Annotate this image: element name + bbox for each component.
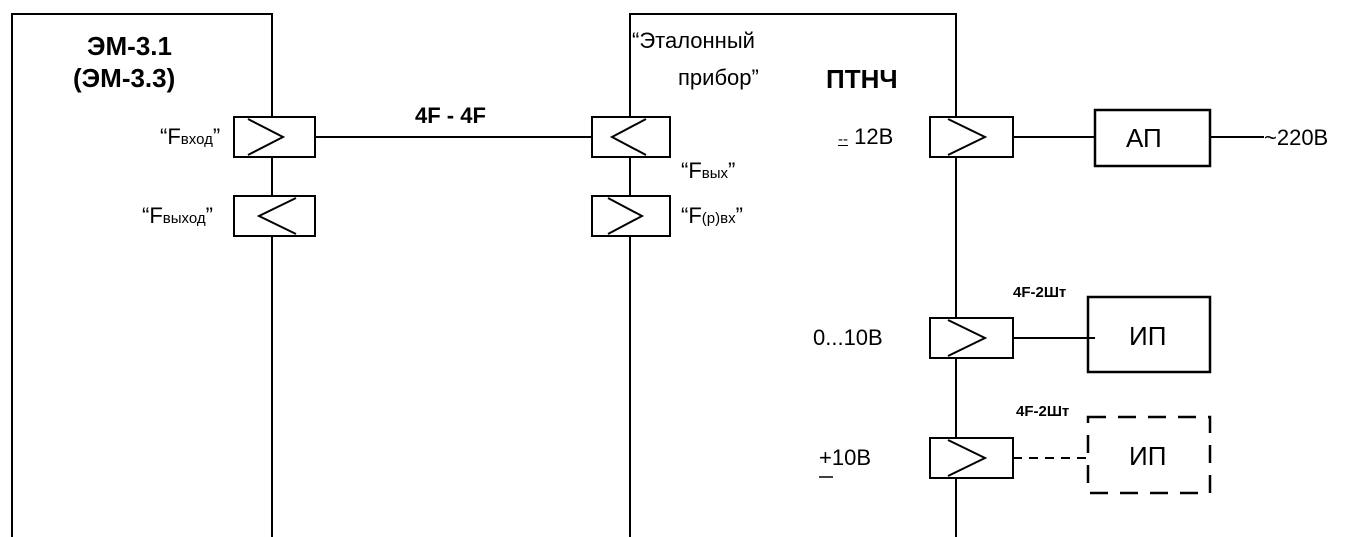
em-block-outline xyxy=(11,13,273,537)
dc12-connector-arrow xyxy=(947,118,988,156)
ip-label: ИП xyxy=(1129,321,1167,351)
range-0-10-connector-arrow xyxy=(947,319,988,357)
range-0-10-connector xyxy=(929,317,1014,359)
range-0-10-label: 0...10В xyxy=(813,325,883,350)
ap-label: АП xyxy=(1126,123,1162,153)
pm10-connector xyxy=(929,437,1014,479)
em-input-connector-arrow xyxy=(247,118,286,156)
mains-voltage-label: ~220В xyxy=(1264,125,1329,150)
pm10-label: +10В xyxy=(819,445,872,470)
em-input-connector xyxy=(233,116,316,158)
ip-box xyxy=(1086,295,1212,374)
em-output-connector xyxy=(233,195,316,237)
ptnch-title: ПТНЧ xyxy=(826,64,898,94)
pm-symbol: + xyxy=(819,445,832,470)
ip-optional-cable-label: 4F-2Шт xyxy=(1016,403,1070,420)
ip-optional-box xyxy=(1086,415,1212,495)
ip-cable-label: 4F-2Шт xyxy=(1013,284,1067,301)
ip-optional-label: ИП xyxy=(1129,441,1167,471)
ptnch-ref-input-connector xyxy=(591,195,671,237)
dc12-connector xyxy=(929,116,1014,158)
cable-main-label: 4F - 4F xyxy=(415,103,486,128)
ptnch-output-connector xyxy=(591,116,671,158)
dc-symbol: -- xyxy=(838,131,848,148)
em-input-label: “Fвход” xyxy=(160,124,221,149)
ptnch-output-label: “Fвых” xyxy=(681,158,736,183)
em-output-connector-arrow xyxy=(256,197,297,235)
em-output-label: “Fвыход” xyxy=(142,203,213,228)
ptnch-note-line1: “Эталонный xyxy=(632,28,755,53)
em-title: ЭМ-3.1 xyxy=(87,31,172,61)
dc12-label: -- 12В xyxy=(838,124,894,149)
ptnch-output-connector-arrow xyxy=(609,118,647,156)
ptnch-ref-input-connector-arrow xyxy=(607,197,645,235)
ptnch-ref-input-label: “F(р)вх” xyxy=(681,203,743,228)
ptnch-block-outline xyxy=(629,13,957,537)
ptnch-note-line2: прибор” xyxy=(678,65,759,90)
em-subtitle: (ЭМ-3.3) xyxy=(73,63,176,93)
pm10-connector-arrow xyxy=(947,439,988,477)
